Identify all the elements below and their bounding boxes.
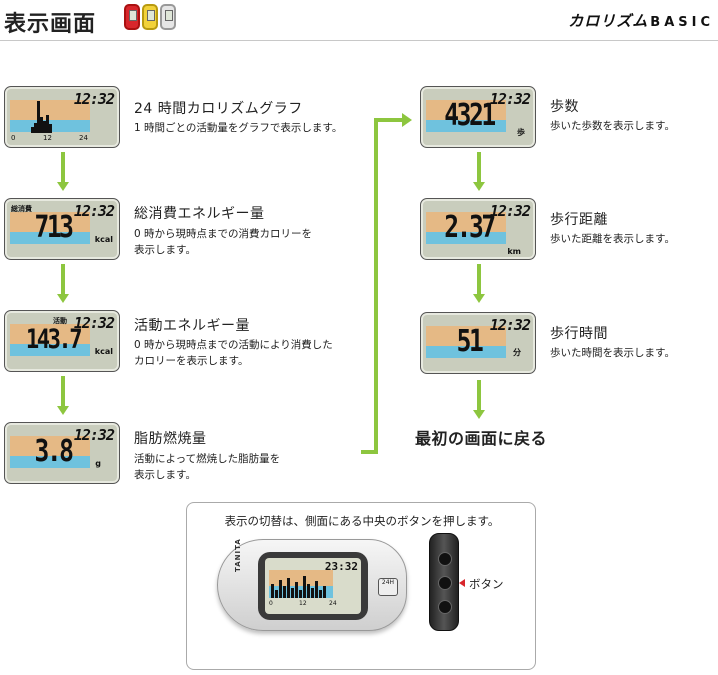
device-front-photo: TANITA 23:32 0 (217, 538, 407, 631)
lcd-value: 143.7 (25, 324, 83, 355)
screen-title-activity-energy: 活動エネルギー量 (134, 318, 250, 334)
tick-label: 0 (11, 134, 16, 142)
button-instruction-panel: 表示の切替は、側面にある中央のボタンを押します。 TANITA (186, 502, 536, 670)
loop-connector-top (374, 118, 404, 122)
device-24h-badge: 24H (378, 578, 398, 596)
device-clock: 23:32 (324, 560, 358, 573)
screen-title-fat-burned: 脂肪燃焼量 (134, 431, 207, 447)
loop-connector-bottom (361, 450, 378, 454)
instruction-text: 表示の切替は、側面にある中央のボタンを押します。 (224, 514, 500, 528)
flow-arrow (61, 376, 65, 406)
flow-arrow-head (473, 410, 485, 419)
lcd-value: 4321 (444, 98, 496, 133)
red-device-icon (124, 4, 140, 30)
yellow-device-icon (142, 4, 158, 30)
lcd-value: 51 (456, 324, 484, 359)
lcd-top-label: 活動 (53, 317, 67, 325)
side-button-center (438, 576, 452, 590)
device-brand-label: TANITA (234, 538, 242, 572)
screen-title-walking-time: 歩行時間 (550, 326, 608, 342)
brand-name: カロリズム (568, 12, 649, 30)
lcd-clock: 12:32 (73, 90, 115, 108)
loop-connector (374, 118, 378, 454)
screen-desc-steps: 歩いた歩数を表示します。 (550, 120, 675, 132)
lcd-steps: 12:32 4321 歩 (420, 86, 536, 148)
tick-label: 24 (79, 134, 88, 142)
silver-device-icon (160, 4, 176, 30)
screen-title-graph: 24 時間カロリズムグラフ (134, 101, 303, 117)
lcd-walking-time: 12:32 51 分 (420, 312, 536, 374)
flow-arrow (61, 152, 65, 182)
flow-arrow-head (473, 294, 485, 303)
red-pointer-icon (459, 579, 465, 587)
screen-desc-distance: 歩いた距離を表示します。 (550, 233, 675, 245)
screen-desc-total-energy: 0 時から現時点までの消費カロリーを 表示します。 (134, 228, 313, 256)
lcd-clock: 12:32 (73, 314, 115, 332)
return-to-first-screen-text: 最初の画面に戻る (415, 429, 548, 448)
lcd-top-label: 総消費 (11, 205, 32, 213)
screen-desc-graph: 1 時間ごとの活動量をグラフで表示します。 (134, 122, 343, 134)
lcd-clock: 12:32 (489, 316, 531, 334)
lcd-unit: km (507, 247, 521, 256)
side-button-top (438, 552, 452, 566)
lcd-clock: 12:32 (489, 202, 531, 220)
lcd-unit: 歩 (517, 128, 525, 137)
device-screen: 23:32 0 12 24 (265, 558, 361, 614)
loop-arrow-head (402, 113, 412, 127)
lcd-clock: 12:32 (73, 202, 115, 220)
flow-arrow-head (57, 406, 69, 415)
lcd-clock: 12:32 (489, 90, 531, 108)
lcd-value: 3.8 (34, 434, 74, 469)
device-thumbnails (124, 4, 176, 30)
lcd-unit: kcal (94, 235, 113, 244)
page-title: 表示画面 (4, 12, 97, 37)
screen-title-steps: 歩数 (550, 99, 579, 115)
lcd-distance: 12:32 2.37 km (420, 198, 536, 260)
lcd-value: 2.37 (444, 210, 496, 245)
flow-arrow-head (57, 294, 69, 303)
button-label: ボタン (469, 577, 504, 591)
side-button-bottom (438, 600, 452, 614)
tick-label: 12 (43, 134, 52, 142)
hourly-activity-histogram (31, 101, 52, 133)
screen-title-total-energy: 総消費エネルギー量 (134, 206, 265, 222)
brand-suffix: BASIC (650, 15, 714, 30)
device-side-photo (429, 533, 459, 631)
device-activity-graph (271, 576, 326, 598)
lcd-activity-energy: 活動 12:32 143.7 kcal (4, 310, 120, 372)
lcd-total-energy: 総消費 12:32 713 kcal (4, 198, 120, 260)
flow-arrow-head (473, 182, 485, 191)
lcd-calorism-graph: 12:32 0 12 24 (4, 86, 120, 148)
flow-arrow (477, 380, 481, 410)
lcd-fat-burned: 12:32 3.8 g (4, 422, 120, 484)
screen-desc-walking-time: 歩いた時間を表示します。 (550, 347, 675, 359)
flow-arrow (477, 264, 481, 294)
lcd-value: 713 (34, 210, 74, 245)
screen-desc-activity-energy: 0 時から現時点までの活動により消費した カロリーを表示します。 (134, 339, 333, 367)
screen-title-distance: 歩行距離 (550, 212, 608, 228)
flow-arrow-head (57, 182, 69, 191)
lcd-unit: 分 (513, 348, 521, 357)
flow-arrow (477, 152, 481, 182)
header-divider (0, 40, 718, 41)
lcd-unit: g (95, 459, 101, 468)
lcd-unit: kcal (94, 347, 113, 356)
lcd-clock: 12:32 (73, 426, 115, 444)
flow-arrow (61, 264, 65, 294)
screen-desc-fat-burned: 活動によって燃焼した脂肪量を 表示します。 (134, 453, 281, 481)
